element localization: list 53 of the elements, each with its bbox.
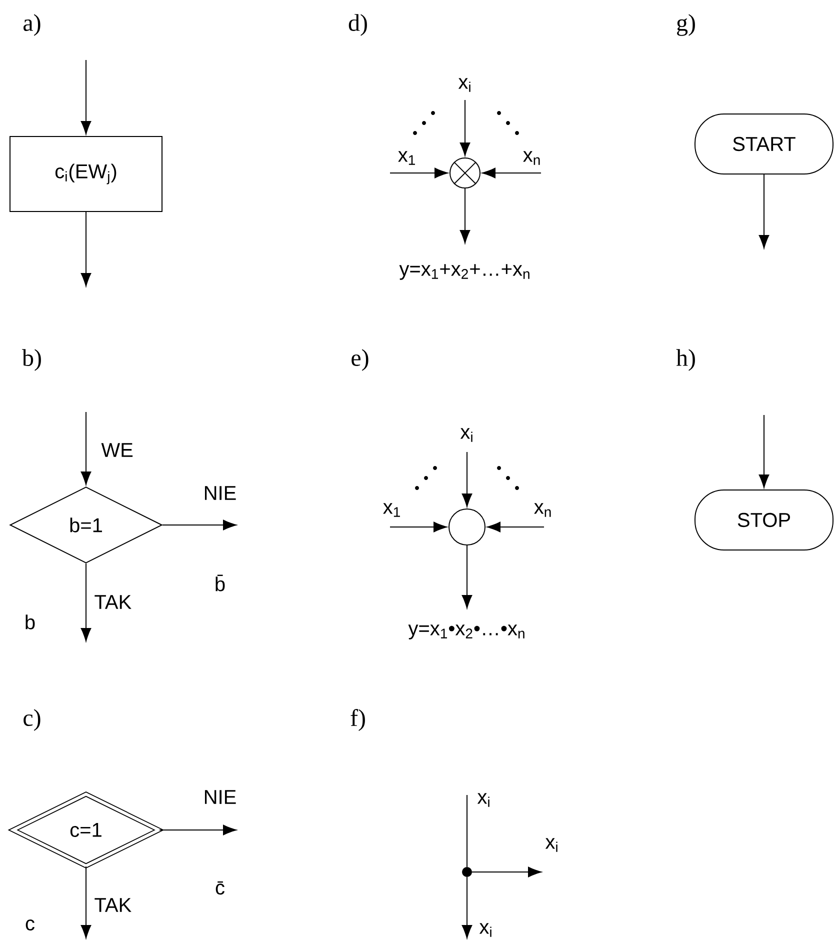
branch-point xyxy=(462,867,472,877)
arrow xyxy=(390,168,448,178)
edge-label: WE xyxy=(100,442,134,458)
arrow xyxy=(80,563,92,642)
arrow xyxy=(462,452,472,507)
edge-label: TAK xyxy=(93,897,133,913)
arrow xyxy=(462,545,472,608)
arrow xyxy=(758,414,770,488)
edge-label: x$_{i}$ xyxy=(459,427,475,443)
arrow xyxy=(460,100,470,156)
arrow xyxy=(80,60,92,134)
arrow xyxy=(80,412,92,485)
summing-junction xyxy=(450,158,480,188)
edge-label: x$_{1}$ xyxy=(396,150,418,166)
arrow xyxy=(80,866,92,938)
panel-label: b) xyxy=(22,349,41,371)
edge-label: x$_{n}$ xyxy=(522,150,542,166)
signal-label: c xyxy=(26,920,34,930)
edge-label: NIE xyxy=(202,485,238,501)
panel-label: h) xyxy=(676,349,695,371)
panel-label: c) xyxy=(24,709,40,731)
panel-label: e) xyxy=(352,349,368,371)
signal-label: b̄ xyxy=(216,574,225,592)
panel-label: d) xyxy=(348,14,367,36)
arrow xyxy=(472,866,542,878)
edge-label: TAK xyxy=(93,594,133,610)
edge-label: x$_{i}$ xyxy=(457,77,473,93)
edge-label: x$_{i}$ xyxy=(476,792,492,808)
arrow xyxy=(80,212,92,286)
edge-label: x$_{n}$ xyxy=(532,502,554,518)
edge-label: y=x$_{1}$+x$_{2}$+…+x$_{n}$ xyxy=(398,263,532,281)
arrow xyxy=(162,520,236,530)
edge-label: x$_{i}$ xyxy=(544,837,560,853)
edge-label: NIE xyxy=(202,789,238,805)
signal-label: b xyxy=(26,614,35,630)
arrow xyxy=(158,824,236,836)
edge-label: y=x$_{1}$•x$_{2}$•…•x$_{n}$ xyxy=(407,624,527,640)
signal-label: c̄ xyxy=(216,881,224,895)
arrow xyxy=(390,522,447,532)
edge-label: x$_{i}$ xyxy=(478,922,494,938)
process-box: c$_{i}$(EW$_{j}$) xyxy=(10,136,162,212)
junction-circle xyxy=(448,508,486,546)
terminal-box: STOP xyxy=(694,490,834,550)
arrow xyxy=(460,188,470,244)
arrow xyxy=(482,168,542,178)
panel-label: a) xyxy=(24,14,40,36)
panel-label: g) xyxy=(677,14,695,36)
terminal-box: START xyxy=(694,114,834,174)
edge-label: x$_{1}$ xyxy=(382,502,402,518)
arrow xyxy=(487,522,544,532)
arrow xyxy=(462,876,472,938)
panel-label: f) xyxy=(350,709,365,732)
arrow xyxy=(758,174,770,248)
